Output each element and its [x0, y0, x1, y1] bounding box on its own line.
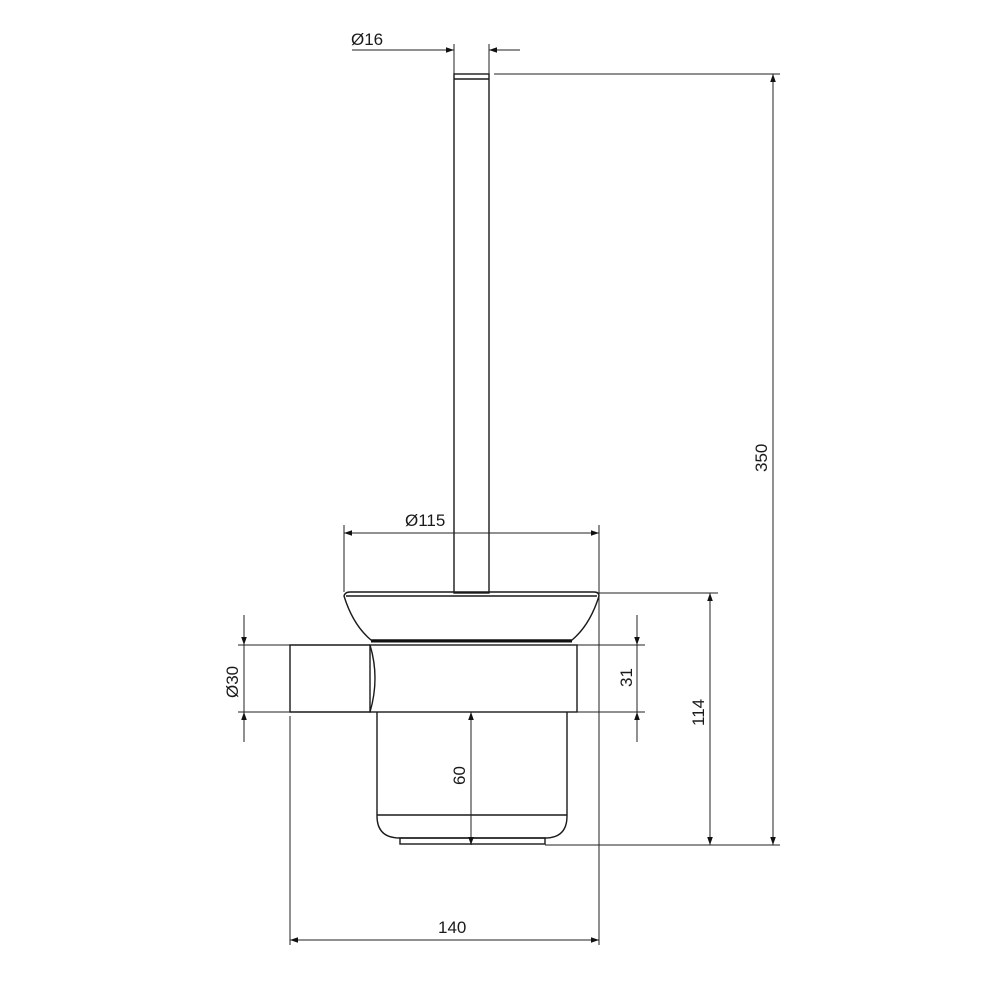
label-cup-depth: 60: [450, 766, 469, 785]
dimension-ring-height: 31: [577, 615, 645, 742]
wall-arm: [289, 644, 376, 713]
dimension-holder-height: 114: [545, 592, 780, 846]
label-holder-height: 114: [689, 699, 708, 726]
dimension-projection: 140: [289, 716, 599, 945]
label-bowl-diameter: Ø115: [405, 511, 445, 530]
dimension-bowl-diameter: Ø115: [343, 511, 600, 945]
label-ring-height: 31: [617, 668, 636, 687]
brush-cup: [376, 712, 568, 845]
brush-handle: [453, 73, 490, 594]
dimension-stick-diameter: Ø16: [351, 30, 520, 74]
dimension-arm-diameter: Ø30: [223, 615, 290, 742]
holder-ring: [369, 644, 578, 713]
label-total-height: 350: [752, 444, 771, 472]
dimension-cup-depth: 60: [450, 712, 474, 845]
label-stick-diameter: Ø16: [351, 30, 383, 49]
bowl-top: [343, 591, 600, 643]
dimension-total-height: 350: [494, 73, 780, 845]
label-projection: 140: [438, 918, 466, 937]
label-arm-diameter: Ø30: [223, 666, 242, 698]
